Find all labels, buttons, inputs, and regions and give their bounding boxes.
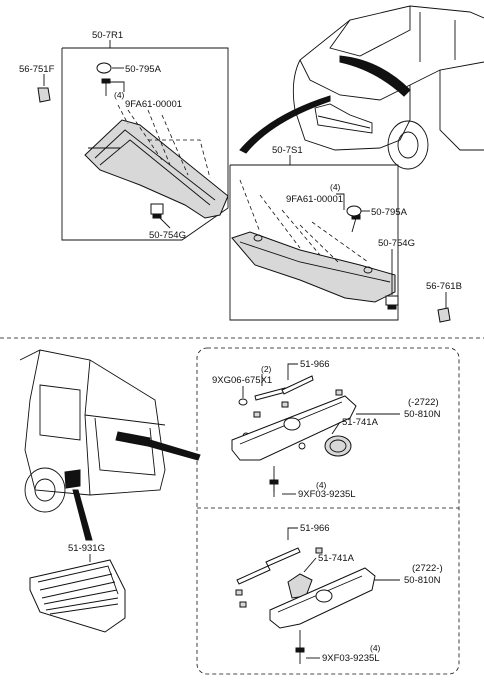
cowl-panel-left-icon	[84, 119, 229, 219]
box2-tape-label: 51-966	[300, 523, 330, 534]
box2-screw-icon	[295, 630, 305, 664]
box2-tape-icon	[265, 547, 301, 567]
clip-right-group: 56-761B	[426, 281, 462, 323]
box2-screw-label: 9XF03-9235L	[322, 653, 380, 664]
screw-left-icon	[101, 78, 111, 96]
clip-left-label: 56-751F	[19, 64, 55, 75]
box2-serial-range: (2722-)	[412, 563, 443, 574]
box1-screw-label: 9XF03-9235L	[298, 489, 356, 500]
cap-left-icon	[96, 62, 112, 74]
box1-screw-icon	[269, 466, 279, 497]
screw-left-qty: (4)	[114, 90, 125, 100]
clip-right-label: 56-761B	[426, 281, 462, 292]
screw-left-label: 9FA61-00001	[125, 99, 182, 110]
screw-right-icon	[351, 214, 361, 233]
grommet-right-label: 50-754G	[378, 238, 415, 249]
screw-right-qty: (4)	[330, 182, 341, 192]
box2-garnish-label: 50-810N	[404, 575, 441, 586]
box1-emblem-icon	[324, 435, 352, 457]
box1-clip-qty: (2)	[261, 364, 272, 374]
cap-right-label: 50-795A	[371, 207, 408, 218]
box1-emblem-label: 51-741A	[342, 417, 379, 428]
box1-fastener-icons	[242, 389, 343, 450]
box2-emblem-label: 51-741A	[318, 553, 355, 564]
cowl-panel-right-icon	[231, 231, 396, 303]
box1-tape-label: 51-966	[300, 359, 330, 370]
cowl-right-assembly-label: 50-7S1	[272, 145, 303, 156]
vehicle-front-illustration	[239, 5, 484, 170]
screw-right-label: 9FA61-00001	[286, 194, 343, 205]
clip-right-icon	[437, 307, 451, 323]
grommet-left-label: 50-754G	[149, 230, 186, 241]
garnish-box-2: 51-966 51-741A (2722-) 50-810N (4) 9XF03…	[235, 523, 443, 664]
garnish-box-1: (2) 9XG06-675X1 51-966 51-741A (-2722) 5…	[212, 359, 441, 500]
box1-clip-label: 9XG06-675X1	[212, 375, 272, 386]
garnish-options-box	[196, 347, 460, 675]
box1-clip-icon	[238, 398, 248, 406]
cowl-left-group: 50-7R1 50-795A (4) 9FA61-00001 50-754G	[61, 30, 229, 241]
box1-garnish-label: 50-810N	[404, 409, 441, 420]
box1-serial-range: (-2722)	[408, 397, 439, 408]
cowl-right-group: 50-7S1 (4) 9FA61-00001 50-795A 50-754G	[229, 145, 415, 321]
box2-emblem-icon	[287, 573, 313, 599]
clip-left-group: 56-751F	[19, 64, 55, 103]
vent-grille-label: 51-931G	[68, 543, 105, 554]
cap-right-icon	[346, 205, 362, 217]
box1-screw-qty: (4)	[316, 480, 327, 490]
vent-grille-group: 51-931G	[29, 543, 126, 633]
vent-grille-icon	[29, 559, 126, 633]
grommet-right-icon	[385, 295, 399, 310]
clip-left-icon	[37, 87, 51, 103]
cowl-left-assembly-label: 50-7R1	[92, 30, 123, 41]
cap-left-label: 50-795A	[125, 64, 162, 75]
vehicle-rear-illustration	[19, 349, 201, 541]
box2-screw-qty: (4)	[370, 643, 381, 653]
grommet-left-icon	[150, 203, 164, 219]
